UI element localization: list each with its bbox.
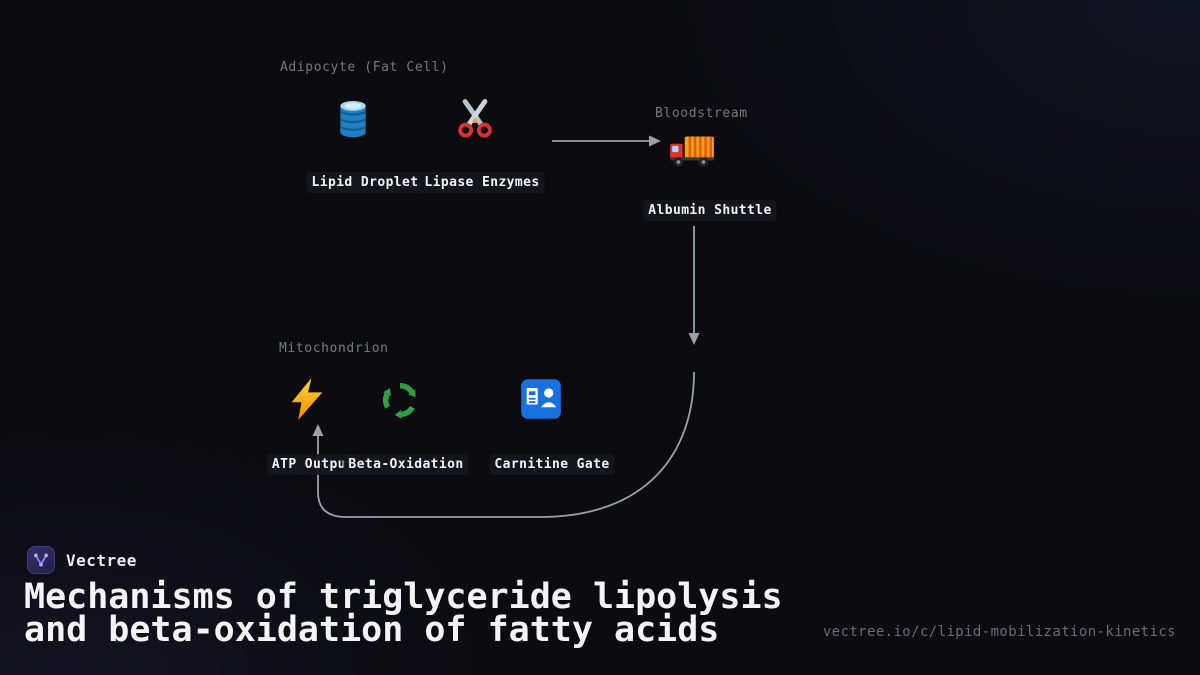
node-lipid-droplet-label: Lipid Droplet: [306, 172, 424, 193]
node-atp-output-label: ATP Output: [266, 454, 360, 475]
oil-drum-icon: [339, 100, 367, 138]
node-albumin-shuttle-label: Albumin Shuttle: [643, 200, 777, 221]
node-lipase-enzymes-label: Lipase Enzymes: [419, 172, 545, 193]
lightning-bolt-icon: [291, 378, 323, 420]
node-beta-oxidation-label: Beta-Oxidation: [343, 454, 469, 475]
card-url: vectree.io/c/lipid-mobilization-kinetics: [822, 624, 1176, 640]
group-label-bloodstream: Bloodstream: [655, 106, 748, 121]
group-label-mitochondrion: Mitochondrion: [279, 341, 389, 356]
delivery-truck-icon: [670, 136, 714, 167]
page-title-line2: and beta-oxidation of fatty acids: [24, 610, 720, 650]
node-carnitine-gate: [519, 377, 563, 421]
node-albumin-shuttle: [667, 128, 717, 172]
edge-curve-to-atp: [317, 371, 695, 518]
page-title: Mechanisms of triglyceride lipolysis and…: [24, 577, 783, 650]
node-carnitine-gate-label: Carnitine Gate: [489, 454, 615, 475]
node-beta-oxidation: [378, 377, 422, 421]
scissors-icon: [458, 99, 492, 138]
node-lipase-enzymes: [453, 96, 497, 140]
node-lipid-droplet: [331, 96, 375, 140]
page-title-line1: Mechanisms of triglyceride lipolysis: [24, 577, 783, 617]
vectree-logo-icon: [34, 553, 48, 567]
node-atp-output: [285, 377, 329, 421]
group-label-adipocyte: Adipocyte (Fat Cell): [280, 60, 449, 75]
passport-control-icon: [521, 379, 561, 419]
brand-name: Vectree: [66, 551, 137, 570]
vectree-logo: [27, 546, 55, 574]
recycle-icon: [382, 383, 416, 419]
